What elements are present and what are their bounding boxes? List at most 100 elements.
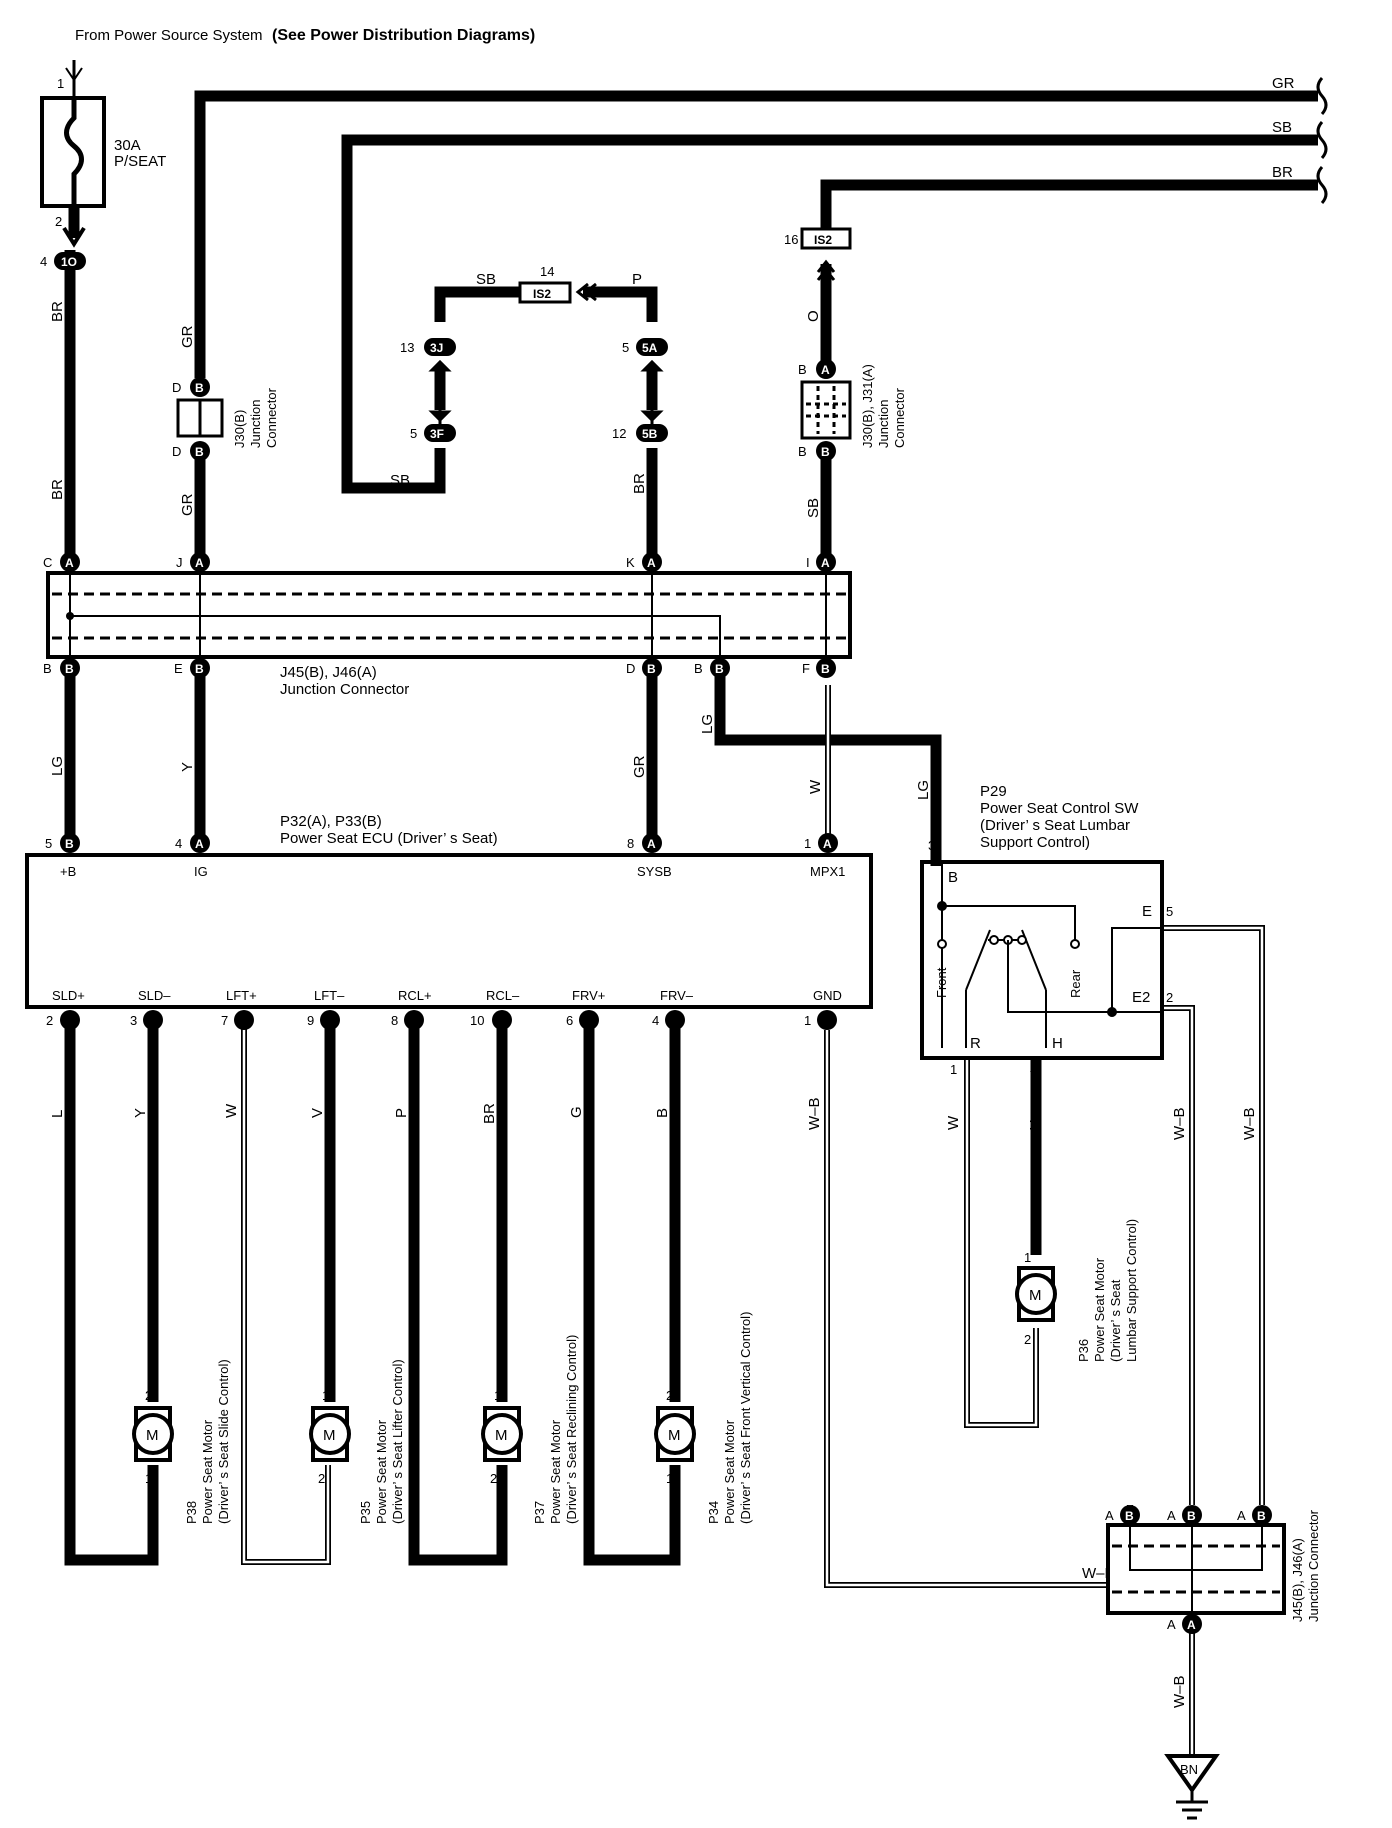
switch-sub2: (Driver’ s Seat Lumbar	[980, 817, 1130, 834]
jm-top-pin-0: C	[43, 555, 52, 570]
switch-h-label: H	[1052, 1035, 1063, 1052]
motor-p35-bottom: 2	[318, 1471, 325, 1486]
ecu-bottom-pin-numbers: 2 3 7 9 8 10 6 4 1	[46, 1013, 811, 1028]
switch-sub: Power Seat Control SW	[980, 800, 1139, 817]
ecu-label-b: +B	[60, 864, 76, 879]
jm-top-letter-2: A	[647, 556, 656, 570]
junction-main-top-pins	[60, 552, 836, 572]
svg-text:B: B	[497, 1014, 506, 1028]
jb-bottom-pin: A	[1167, 1617, 1176, 1632]
ecu-top-pin-2: 8	[627, 836, 634, 851]
switch-sub3: Support Control)	[980, 834, 1090, 851]
motor-p34-id: P34	[706, 1501, 721, 1524]
motor-p34-top: 2	[666, 1388, 673, 1403]
svg-text:3F: 3F	[430, 427, 444, 441]
svg-text:SLD–: SLD–	[138, 988, 171, 1003]
junction-main-sub: Junction Connector	[280, 681, 409, 698]
svg-text:IS2: IS2	[814, 233, 832, 247]
svg-text:3: 3	[130, 1013, 137, 1028]
svg-text:FRV–: FRV–	[660, 988, 694, 1003]
ecu-label-mpx1: MPX1	[810, 864, 845, 879]
svg-text:7: 7	[221, 1013, 228, 1028]
ecu-top-pins	[60, 833, 838, 853]
connector-1o: 1O	[54, 252, 86, 270]
jm-bot-letter-2: B	[647, 662, 656, 676]
ecu-top-pin-1: 4	[175, 836, 182, 851]
j30b-connector	[176, 377, 224, 461]
svg-text:1: 1	[804, 1013, 811, 1028]
connector-is2-16-pin: 16	[784, 232, 798, 247]
wire-label-gr-right: GR	[1272, 75, 1295, 92]
j30-j31-connector	[800, 359, 852, 461]
ecu-bottom-letters: B B B B B B B B B	[65, 1014, 831, 1028]
connector-is2-14: IS2	[518, 281, 597, 304]
j30b-bottom-letter: B	[195, 445, 204, 459]
motor-p34-sub: (Driver’ s Seat Front Vertical Control)	[738, 1312, 753, 1524]
motor-p36-sub2: Lumbar Support Control)	[1124, 1219, 1139, 1362]
wire-label-wb-bottom: W–B	[1171, 1675, 1188, 1708]
wire-label-br-right: BR	[1272, 164, 1293, 181]
connector-is2-16: IS2	[800, 227, 852, 281]
ecu-top-letter-0: B	[65, 837, 74, 851]
j30-j31-bottom-pin: B	[798, 444, 807, 459]
j30b-sub2: Connector	[264, 387, 279, 448]
motor-p36-bottom: 2	[1024, 1332, 1031, 1347]
motor-p34-name: Power Seat Motor	[722, 1419, 737, 1524]
j30b-top-letter: B	[195, 381, 204, 395]
header-prefix: From Power Source System	[75, 27, 263, 44]
ecu-top-pin-0: 5	[45, 836, 52, 851]
connector-3j: 3J	[424, 338, 456, 356]
svg-text:FRV+: FRV+	[572, 988, 605, 1003]
jm-bot-letter-1: B	[195, 662, 204, 676]
switch-r-pin: 1	[950, 1062, 957, 1077]
motor-p34-bottom: 1	[666, 1471, 673, 1486]
motor-p38-bottom: 1	[145, 1471, 152, 1486]
connector-5b-pin: 12	[612, 426, 626, 441]
svg-text:W: W	[223, 1103, 240, 1118]
motor-p38: M	[132, 1406, 174, 1462]
ecu-top-pin-3: 1	[804, 836, 811, 851]
connector-3f: 3F	[424, 424, 456, 442]
jm-top-letter-3: A	[821, 556, 830, 570]
motor-p34: M	[654, 1406, 696, 1462]
jb-top-pin-2: A	[1237, 1508, 1246, 1523]
svg-text:M: M	[1029, 1287, 1042, 1304]
wire-label-wb-e2: W–B	[1171, 1107, 1188, 1140]
wire-label-w-r: W	[945, 1115, 962, 1130]
j30b-title: J30(B)	[232, 410, 247, 448]
motor-p36-top: 1	[1024, 1250, 1031, 1265]
svg-text:B: B	[325, 1014, 334, 1028]
svg-text:5B: 5B	[642, 427, 658, 441]
wire-label-br-mid: BR	[49, 479, 66, 500]
j30b-sub: Junction	[248, 400, 263, 448]
junction-main-title: J45(B), J46(A)	[280, 664, 377, 681]
motor-p35-sub: (Driver’ s Seat Lifter Control)	[390, 1359, 405, 1524]
wire-labels-vertical: BR BR GR GR BR O SB LG Y GR W LG LG	[49, 301, 932, 800]
wire-label-lg-bridge: LG	[699, 714, 716, 734]
svg-text:W–B: W–B	[806, 1097, 823, 1130]
connector-is2-14-pin: 14	[540, 264, 554, 279]
wire-label-y-e: Y	[179, 762, 196, 772]
motor-p37: M	[481, 1406, 523, 1462]
fuse-pin-out: 2	[55, 214, 62, 229]
switch-e2-pin: 2	[1166, 990, 1173, 1005]
fuse-pin-in: 1	[57, 76, 64, 91]
jb-top-letter-2: B	[1257, 1509, 1266, 1523]
junction-bottom-title: J45(B), J46(A)	[1290, 1538, 1305, 1622]
jm-top-letter-1: A	[195, 556, 204, 570]
switch-e-label: E	[1142, 903, 1152, 920]
j30-j31-title: J30(B), J31(A)	[860, 364, 875, 448]
motor-p35-top: 1	[322, 1388, 329, 1403]
j30-j31-sub2: Connector	[892, 387, 907, 448]
j30b-bottom-pin: D	[172, 444, 181, 459]
junction-bottom-sub: Junction Connector	[1306, 1509, 1321, 1622]
svg-text:B: B	[822, 1014, 831, 1028]
jm-bot-pin-0: B	[43, 661, 52, 676]
connector-5a-pin: 5	[622, 340, 629, 355]
jm-top-letter-0: A	[65, 556, 74, 570]
switch-title: P29	[980, 783, 1007, 800]
switch-h-pin: 4	[1030, 1062, 1037, 1077]
switch-e-pin: 5	[1166, 904, 1173, 919]
ecu-top-letter-1: A	[195, 837, 204, 851]
connector-5b: 5B	[636, 424, 668, 442]
